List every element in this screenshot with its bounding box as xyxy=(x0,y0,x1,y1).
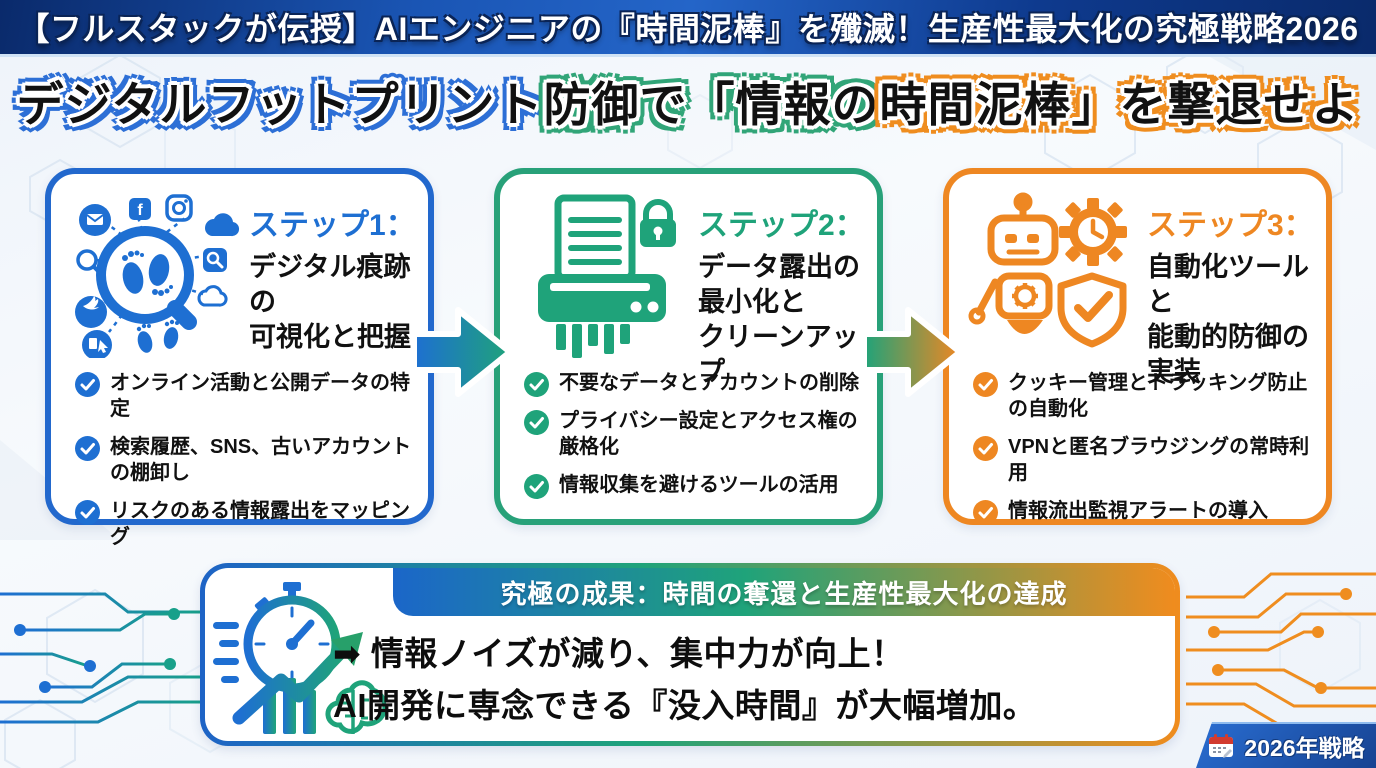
page-title-segment-green: 防御で「情報の xyxy=(543,78,880,131)
check-icon xyxy=(75,372,100,397)
result-line-2: AI開発に専念できる『没入時間』が大幅増加。 xyxy=(333,687,1037,725)
step2-title-line3: クリーンアップ xyxy=(698,322,859,388)
check-icon xyxy=(524,372,549,397)
checklist-item-text: 情報流出監視アラートの導入 xyxy=(1008,499,1268,522)
result-card-inner: 究極の成果：時間の奪還と生産性最大化の達成 xyxy=(205,568,1175,741)
check-icon xyxy=(524,473,549,499)
checklist-item: 検索履歴、SNS、古いアカウントの棚卸し xyxy=(75,434,416,487)
check-icon xyxy=(75,499,100,525)
step3-checklist: クッキー管理とトラッキング防止の自動化 VPNと匿名ブラウジングの常時利用 情報… xyxy=(973,370,1314,536)
top-banner: 【フルスタックが伝授】AIエンジニアの『時間泥棒』を殲滅！生産性最大化の究極戦略… xyxy=(0,0,1376,57)
step3-label: ステップ3： xyxy=(1147,209,1314,242)
robot-automation-shield-icon xyxy=(968,192,1127,348)
checklist-item: VPNと匿名ブラウジングの常時利用 xyxy=(973,434,1314,487)
strategy-badge-text: 2026年戦略 xyxy=(1244,735,1365,761)
step3-title-line2: 能動的防御の xyxy=(1147,322,1309,353)
checklist-item-text: プライバシー設定とアクセス権の厳格化 xyxy=(559,410,858,459)
result-body: ➡ 情報ノイズが減り、集中力が向上！ AI開発に専念できる『没入時間』が大幅増加… xyxy=(333,628,1161,732)
calendar-icon xyxy=(1209,734,1234,758)
step2-title-line1: データ露出の xyxy=(698,252,860,282)
checklist-item-text: 不要なデータとアカウントの削除 xyxy=(559,372,859,394)
circuit-lines-left-decoration xyxy=(0,592,200,744)
check-icon xyxy=(973,435,998,461)
flow-arrow-2-icon xyxy=(861,307,963,397)
page-title-segment-orange: 時間泥棒」を撃退せよ xyxy=(879,78,1360,131)
step1-card: f xyxy=(45,168,434,548)
step3-heading: ステップ3： 自動化ツールと 能動的防御の 実装 xyxy=(1147,200,1314,390)
result-line-1: ➡ 情報ノイズが減り、集中力が向上！ xyxy=(333,635,905,672)
result-card: 究極の成果：時間の奪還と生産性最大化の達成 xyxy=(200,563,1180,746)
page-title: デジタルフットプリント防御で「情報の時間泥棒」を撃退せよ xyxy=(0,66,1376,135)
step1-label: ステップ1： xyxy=(249,209,416,242)
check-icon xyxy=(973,499,998,525)
page-title-segment-blue: デジタルフットプリント xyxy=(16,78,544,131)
checklist-item: オンライン活動と公開データの特定 xyxy=(75,370,416,423)
checklist-item: 情報収集を避けるツールの活用 xyxy=(524,472,865,499)
checklist-item: クッキー管理とトラッキング防止の自動化 xyxy=(973,370,1314,423)
circuit-lines-right-decoration xyxy=(1186,572,1376,726)
banner-title: 【フルスタックが伝授】AIエンジニアの『時間泥棒』を殲滅！生産性最大化の究極戦略… xyxy=(17,11,1359,47)
step2-title: データ露出の 最小化と クリーンアップ xyxy=(698,250,865,390)
step1-title-line1: デジタル痕跡の xyxy=(249,252,411,318)
step2-heading: ステップ2： データ露出の 最小化と クリーンアップ xyxy=(698,200,865,390)
svg-text:f: f xyxy=(137,202,143,219)
step3-card: ステップ3： 自動化ツールと 能動的防御の 実装 クッキー管理とトラッキング防止… xyxy=(943,168,1332,525)
checklist-item-text: VPNと匿名ブラウジングの常時利用 xyxy=(1008,435,1310,485)
step2-card: ステップ2： データ露出の 最小化と クリーンアップ 不要なデータとアカウントの… xyxy=(494,168,883,525)
strategy-badge: 2026年戦略 xyxy=(1196,722,1376,768)
checklist-item: 不要なデータとアカウントの削除 xyxy=(524,370,865,397)
flow-arrow-1-icon xyxy=(411,307,513,397)
checklist-item: 情報流出監視アラートの導入 xyxy=(973,498,1314,525)
step1-title-line2: 可視化と把握 xyxy=(249,322,411,353)
step2-label: ステップ2： xyxy=(698,209,865,242)
checklist-item-text: 検索履歴、SNS、古いアカウントの棚卸し xyxy=(110,435,412,485)
checklist-item-text: オンライン活動と公開データの特定 xyxy=(110,372,410,421)
step1-title: デジタル痕跡の 可視化と把握 xyxy=(249,250,416,355)
step2-checklist: 不要なデータとアカウントの削除 プライバシー設定とアクセス権の厳格化 情報収集を… xyxy=(524,370,865,510)
checklist-item-text: 情報収集を避けるツールの活用 xyxy=(559,473,839,496)
step2-title-line2: 最小化と xyxy=(698,287,806,318)
step3-title-line3: 実装 xyxy=(1147,357,1201,388)
step1-checklist: オンライン活動と公開データの特定 検索履歴、SNS、古いアカウントの棚卸し リス… xyxy=(75,370,416,561)
checklist-item-text: リスクのある情報露出をマッピング xyxy=(110,499,410,548)
check-icon xyxy=(524,410,549,435)
check-icon xyxy=(973,372,998,397)
step3-title-line1: 自動化ツールと xyxy=(1147,252,1309,318)
stopwatch-growth-brain-icon xyxy=(213,582,386,734)
result-header-text: 究極の成果：時間の奪還と生産性最大化の達成 xyxy=(500,578,1068,609)
checklist-item: リスクのある情報露出をマッピング xyxy=(75,498,416,551)
result-header-band: 究極の成果：時間の奪還と生産性最大化の達成 xyxy=(393,568,1175,616)
step3-title: 自動化ツールと 能動的防御の 実装 xyxy=(1147,250,1314,390)
checklist-item: プライバシー設定とアクセス権の厳格化 xyxy=(524,408,865,461)
check-icon xyxy=(75,435,100,461)
step1-heading: ステップ1： デジタル痕跡の 可視化と把握 xyxy=(249,200,416,355)
magnifier-footprints-icon: f xyxy=(75,194,240,358)
shredder-lock-icon xyxy=(538,194,676,358)
checklist-item-text: クッキー管理とトラッキング防止の自動化 xyxy=(1008,372,1308,421)
